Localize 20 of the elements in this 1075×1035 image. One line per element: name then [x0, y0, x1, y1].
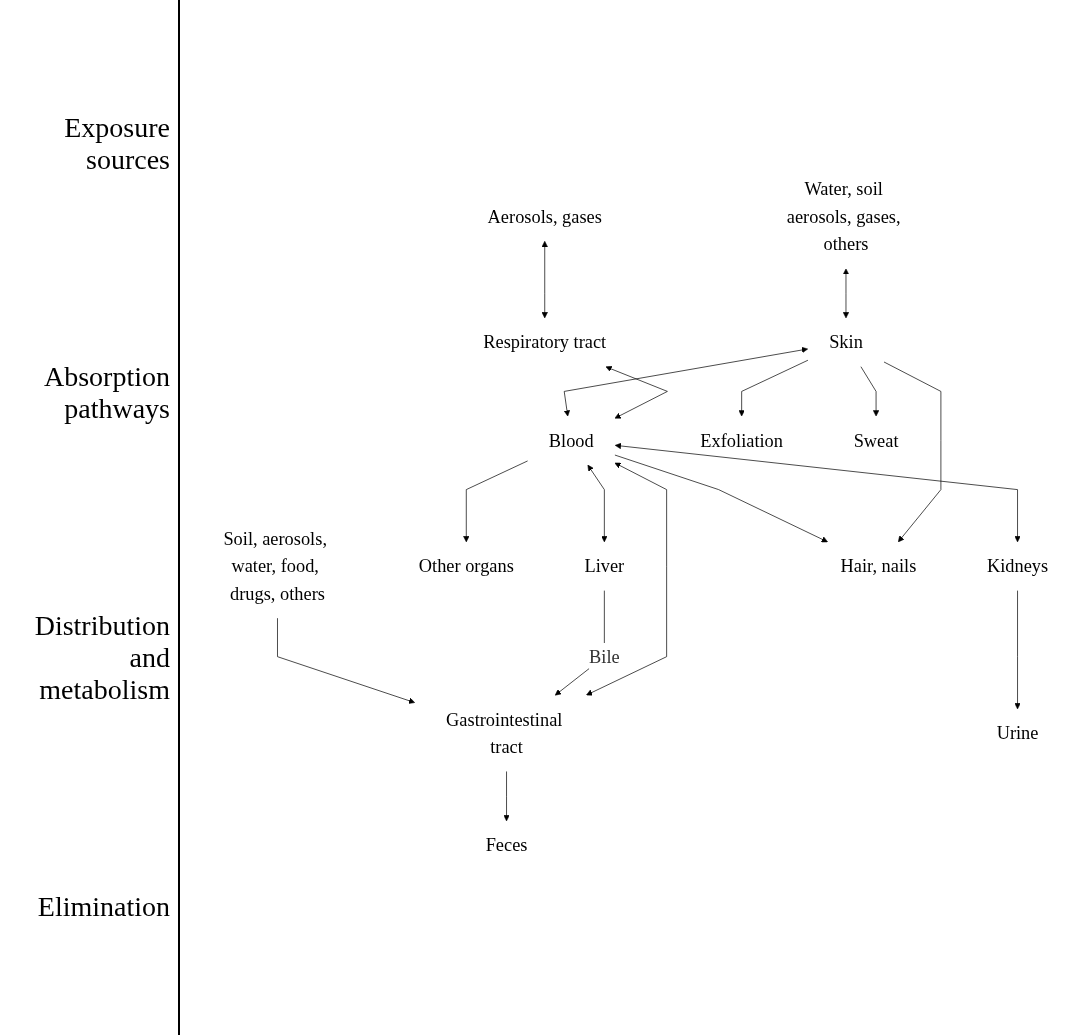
- node-text: Other organs: [418, 556, 514, 577]
- node-text: Water, soil aerosols, gases, others: [786, 179, 901, 255]
- node-text: Feces: [485, 835, 528, 856]
- node-text: Kidneys: [986, 556, 1049, 577]
- node-text: Hair, nails: [840, 556, 917, 577]
- edge-label: Bile: [589, 646, 620, 668]
- row-heading: Absorption pathways: [43, 361, 170, 426]
- node-text: Aerosols, gases: [487, 206, 602, 228]
- node-text: Gastrointestinal tract: [446, 709, 563, 758]
- node-text: Exfoliation: [700, 430, 783, 452]
- node-text: Soil, aerosols, water, food, drugs, others: [223, 528, 327, 605]
- node-text: Blood: [548, 430, 594, 452]
- row-heading: Exposure sources: [63, 112, 170, 177]
- node-text: Skin: [829, 332, 863, 353]
- row-heading: Distribution and metabolism: [33, 609, 170, 706]
- node-text: Sweat: [853, 430, 899, 452]
- node-text: Urine: [996, 723, 1039, 744]
- node-text: Liver: [584, 556, 625, 577]
- node-text: Respiratory tract: [483, 332, 607, 353]
- row-heading: Elimination: [36, 890, 170, 923]
